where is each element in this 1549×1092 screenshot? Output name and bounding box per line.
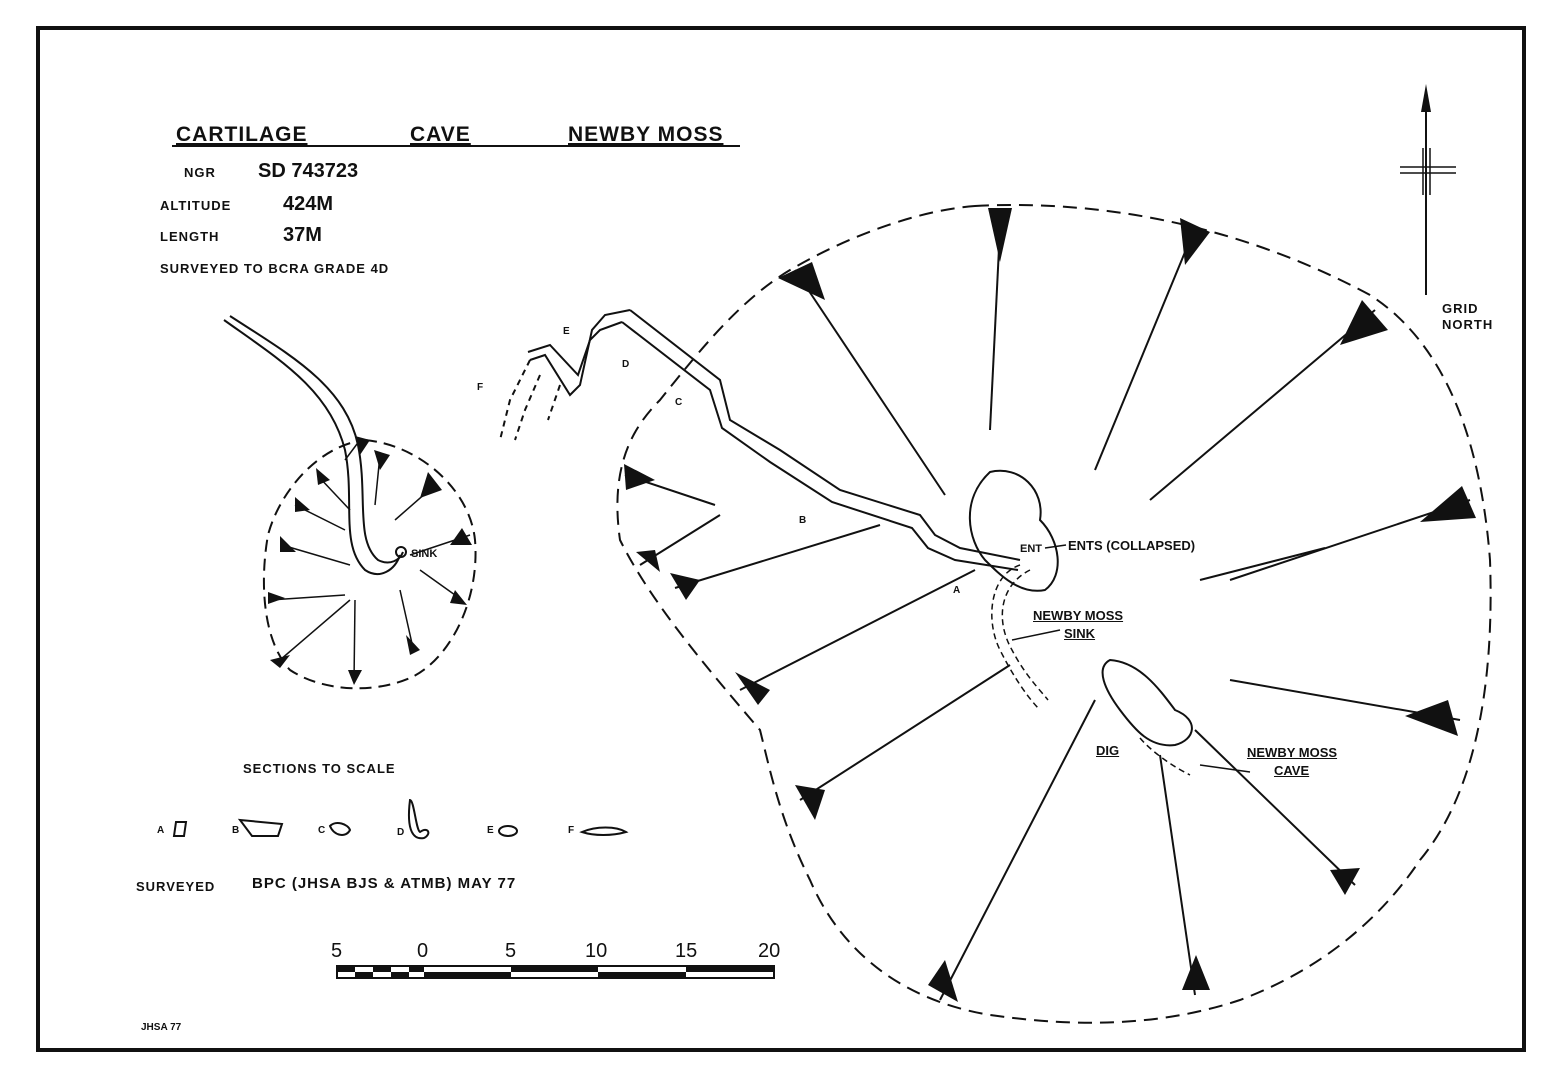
section-label-a: A [157,825,165,836]
label-newby-moss-sink-2: SINK [1064,626,1096,641]
title-location: NEWBY MOSS [568,123,724,146]
large-doline-hachures [624,208,1476,1002]
section-label-b: B [232,825,240,836]
scale-label-20: 20 [758,940,781,962]
title-underline [172,145,740,147]
north-label-north: NORTH [1442,317,1494,332]
altitude-value: 424m [283,193,334,215]
section-label-d: D [397,827,405,838]
scale-bar [336,965,775,979]
title-cave-word: CAVE [410,123,471,146]
section-label-f: F [568,825,575,836]
section-label-c: C [318,825,326,836]
section-marker-e: E [563,326,570,337]
section-marker-d: D [622,359,630,370]
surveyed-by: BPC (JHSA BJS & ATMB) MAY 77 [252,875,517,892]
scale-label-10: 10 [585,940,608,962]
large-doline-outline [616,204,1492,1024]
cave-passage-plan [499,309,1021,571]
title-cave-name: CARTILAGE [176,123,308,146]
author-initials: JHSA 77 [141,1022,182,1033]
leader-lines [1011,544,1251,773]
section-marker-f: F [477,382,484,393]
section-marker-b: B [799,515,807,526]
label-ents-collapsed: ENTS (COLLAPSED) [1068,538,1196,553]
north-arrow-icon [1400,84,1456,295]
scale-label-5: 5 [505,940,517,962]
label-newby-moss-sink-1: NEWBY MOSS [1033,608,1124,623]
ngr-value: SD 743723 [258,160,359,182]
length-value: 37m [283,224,322,246]
sections-heading: SECTIONS TO SCALE [243,761,396,776]
entrance-depressions [968,469,1193,747]
label-dig: DIG [1096,743,1120,758]
small-doline-hachures [268,436,472,685]
underground-links [991,564,1191,776]
scale-label-0: 0 [417,940,429,962]
label-newby-moss-cave-2: CAVE [1274,763,1310,778]
north-label-grid: GRID [1442,301,1479,316]
altitude-label: ALTITUDE [160,198,232,213]
scale-label-15: 15 [675,940,698,962]
section-marker-c: C [675,397,683,408]
label-sink-small: SINK [411,548,438,560]
surveyed-label: SURVEYED [136,879,216,894]
section-label-e: E [487,825,494,836]
section-shapes [172,798,629,840]
small-doline-stream [223,315,407,575]
label-ent: ENT [1020,543,1042,555]
map-frame [36,26,1526,1052]
ngr-label: NGR [184,165,216,180]
scale-label-5-left: 5 [331,940,343,962]
small-doline-outline [262,438,477,690]
survey-grade: SURVEYED TO BCRA GRADE 4D [160,261,390,276]
length-label: LENGTH [160,229,220,244]
label-newby-moss-cave-1: NEWBY MOSS [1247,745,1338,760]
section-marker-a: A [953,585,961,596]
